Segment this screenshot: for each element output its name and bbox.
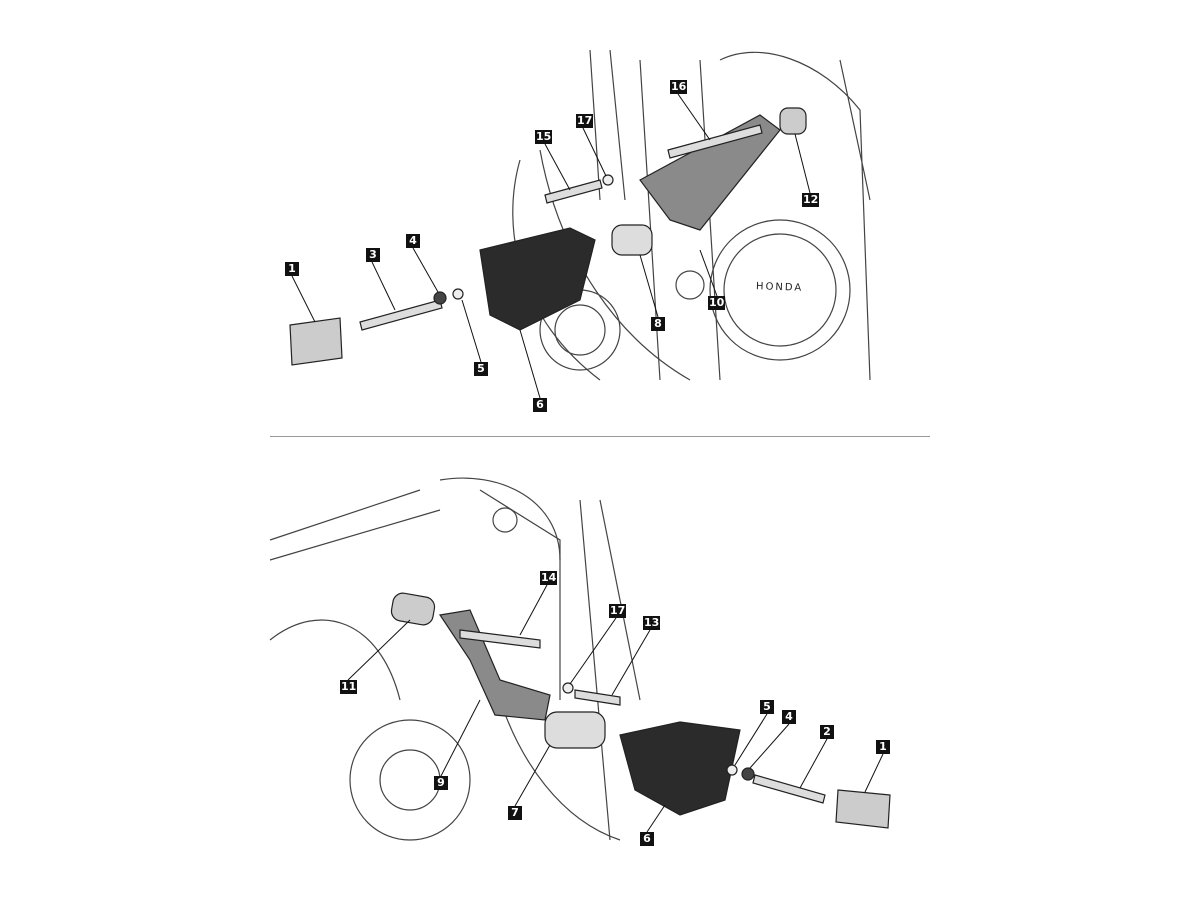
bolt-14 [459, 629, 541, 649]
spacer-11 [390, 592, 436, 626]
part-label-8: 8 [651, 317, 665, 331]
washer-5 [452, 288, 464, 300]
cap-1b [835, 789, 891, 829]
divider [270, 436, 930, 437]
bolt-13 [574, 689, 621, 706]
part-label-3: 3 [366, 248, 380, 262]
bolt-3 [359, 299, 443, 331]
part-label-10: 10 [708, 296, 726, 310]
bolt-2 [752, 774, 826, 804]
bracket [639, 114, 781, 231]
top-motorcycle-outline [512, 49, 871, 381]
washer-17b [562, 682, 574, 694]
part-label-11: 11 [340, 680, 358, 694]
part-label-17: 17 [609, 604, 627, 618]
part-label-2: 2 [820, 725, 834, 739]
part-label-1: 1 [285, 262, 299, 276]
slider-6b [619, 721, 741, 816]
engine-brand-text: HONDA [755, 281, 804, 294]
part-label-4: 4 [782, 710, 796, 724]
top-parts [289, 107, 807, 366]
bolt-16 [667, 124, 763, 159]
washer-4b [741, 767, 755, 781]
washer-17 [602, 174, 614, 186]
part-label-9: 9 [434, 776, 448, 790]
part-label-12: 12 [802, 193, 820, 207]
bolt-15 [544, 179, 603, 204]
part-label-6: 6 [533, 398, 547, 412]
part-label-1: 1 [876, 740, 890, 754]
part-label-6: 6 [640, 832, 654, 846]
cap-1 [289, 317, 343, 366]
part-label-14: 14 [540, 571, 558, 585]
bracket-9 [438, 609, 551, 721]
washer-4 [433, 291, 447, 305]
bottom-parts [390, 592, 891, 829]
part-label-13: 13 [643, 616, 661, 630]
part-label-5: 5 [474, 362, 488, 376]
bottom-motorcycle-outline [269, 477, 641, 841]
part-label-7: 7 [508, 806, 522, 820]
slider-6 [479, 227, 596, 331]
spacer-12 [779, 107, 807, 135]
part-label-15: 15 [535, 130, 553, 144]
washer-5b [726, 764, 738, 776]
spacer-7 [544, 711, 606, 749]
part-label-5: 5 [760, 700, 774, 714]
part-label-4: 4 [406, 234, 420, 248]
spacer-8 [611, 224, 653, 256]
part-label-17: 17 [576, 114, 594, 128]
part-label-16: 16 [670, 80, 688, 94]
